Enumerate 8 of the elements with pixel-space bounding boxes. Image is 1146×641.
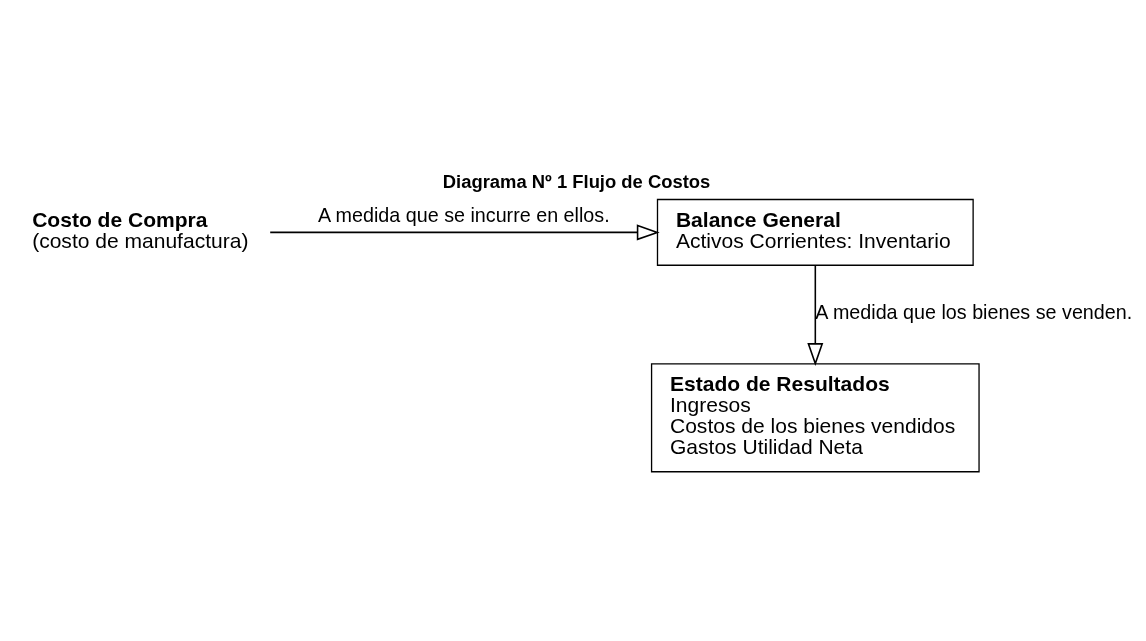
node-box: Balance General Activos Corrientes: Inventario (656, 198, 974, 266)
arrow (807, 264, 824, 366)
edge-label: A medida que los bienes se venden. (815, 301, 1133, 324)
edge-label: A medida que se incurre en ellos. (318, 203, 610, 226)
node-box: Estado de Resultados Ingresos Costos de los bienes vendidos Gastos Utilidad Neta (650, 363, 980, 473)
diagram-title: Diagrama Nº 1 Flujo de Costos (442, 170, 711, 192)
node-text: Costo de Compra (costo de manufactura) (32, 207, 249, 252)
arrow (269, 224, 660, 241)
